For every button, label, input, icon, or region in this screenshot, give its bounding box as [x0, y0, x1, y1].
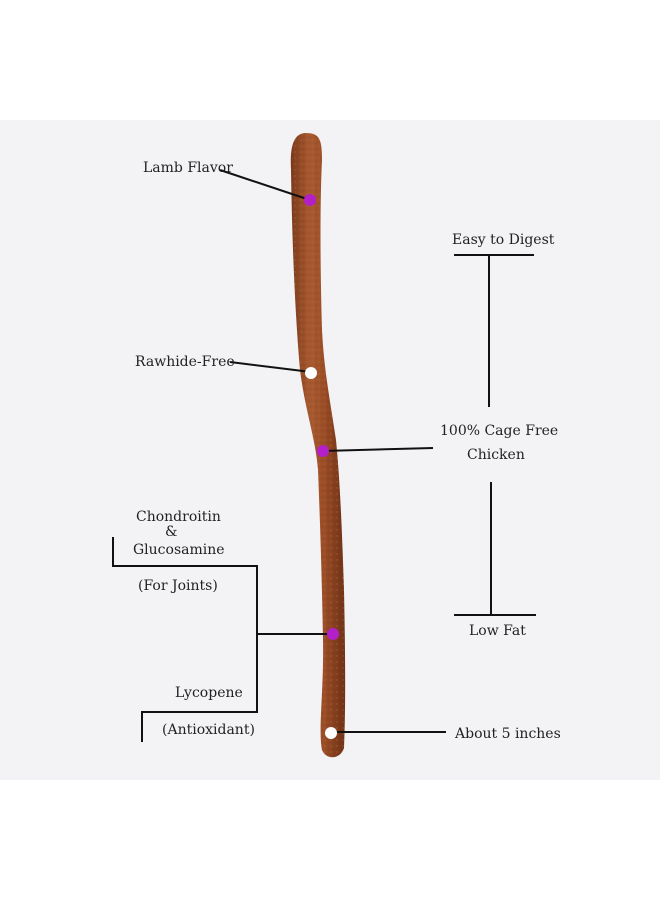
cage-free-marker	[317, 445, 329, 457]
ingredients-marker	[327, 628, 339, 640]
ingredients-bracket	[112, 537, 258, 742]
lamb-flavor-marker	[304, 194, 316, 206]
cage-free-leader	[322, 447, 434, 452]
antioxidant-label: (Antioxidant)	[162, 722, 255, 738]
rawhide-free-leader	[229, 361, 312, 373]
rawhide-free-marker	[305, 367, 317, 379]
easy-to-digest-label: Easy to Digest	[452, 232, 555, 248]
length-marker	[325, 727, 337, 739]
lamb-flavor-label: Lamb Flavor	[143, 160, 233, 176]
lycopene-label: Lycopene	[175, 685, 243, 701]
cage-free-label-line2: Chicken	[467, 447, 525, 463]
for-joints-label: (For Joints)	[138, 578, 218, 594]
about-5-inches-label: About 5 inches	[454, 726, 561, 742]
chew-stick	[290, 133, 346, 758]
rawhide-free-label: Rawhide-Free	[135, 354, 235, 370]
lamb-flavor-leader	[219, 169, 311, 201]
stick-texture	[290, 133, 346, 758]
low-fat-label: Low Fat	[469, 623, 526, 639]
chondroitin-label-line3: Glucosamine	[133, 542, 225, 558]
chondroitin-label-line1: Chondroitin	[136, 509, 221, 525]
chondroitin-label-line2: &	[165, 524, 177, 540]
cage-free-label-line1: 100% Cage Free	[440, 423, 558, 439]
